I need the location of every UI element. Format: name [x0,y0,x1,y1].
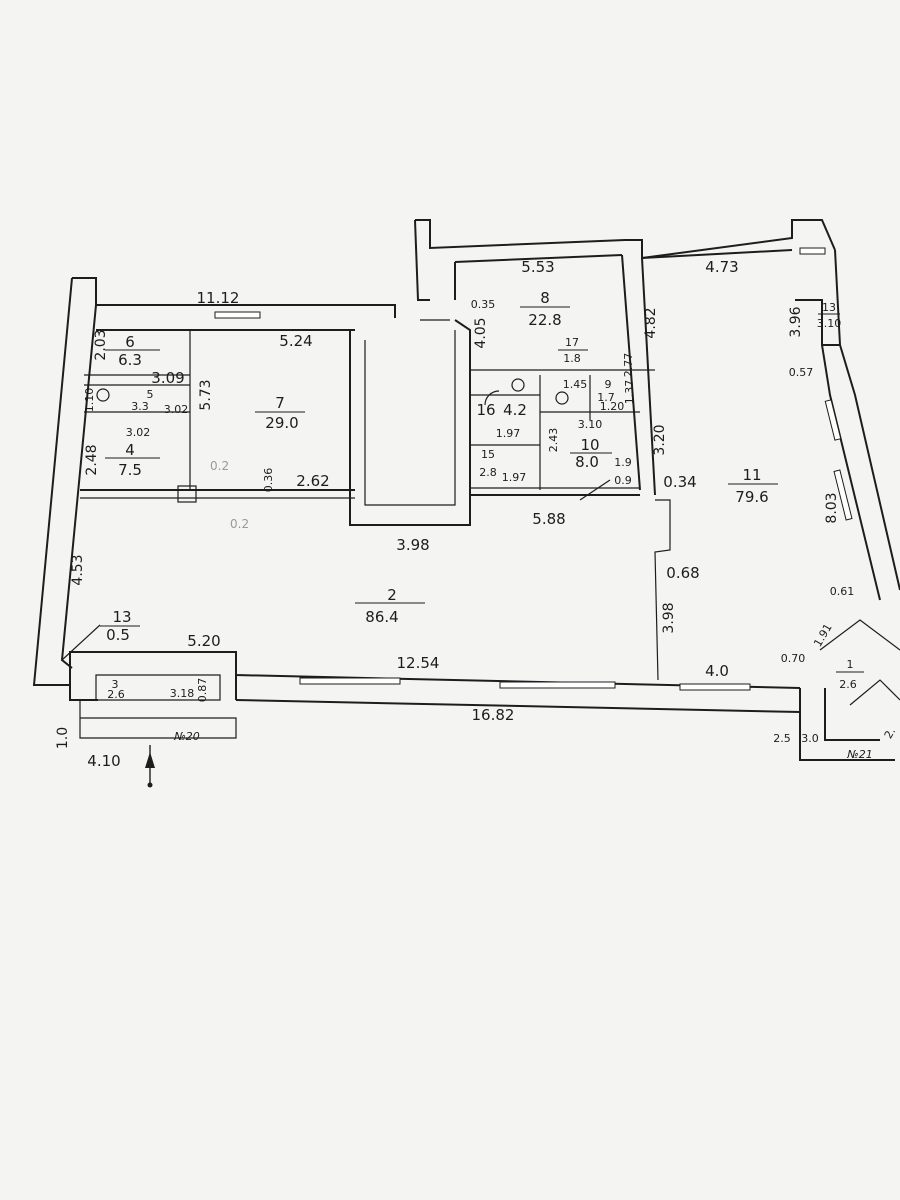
room-area: 1.7 [597,391,615,404]
room-number: 11 [742,466,761,484]
dimension-label: 0.34 [663,473,696,491]
room-area: 3.10 [817,317,842,330]
outer-walls [32,219,900,761]
dimension-label: 0.87 [196,678,209,703]
room-area: 3.3 [131,400,149,413]
room-area: 22.8 [528,311,561,329]
room-area: 4.2 [503,401,527,419]
dimension-label: 0.61 [830,585,855,598]
room-number: 7 [275,394,285,412]
small-room-area: 1.9 [614,456,632,469]
room-area: 79.6 [735,488,768,506]
dimension-label: 5.24 [279,332,312,350]
room-number: 17 [565,336,579,349]
dimension-label: 4.05 [473,317,489,348]
dimension-label: 1.45 [563,378,588,391]
dimension-label: 4.10 [87,752,120,770]
dimension-label: 0.57 [789,366,814,379]
room-number: 8 [540,289,550,307]
dimension-label: 3.96 [788,306,804,337]
room-area: 2.8 [479,466,497,479]
dimension-label: 3.20 [652,424,668,455]
dimension-label: 0.35 [471,298,496,311]
room-number: 3 [112,678,119,691]
room-number: 13 [822,301,836,314]
dimension-label: 4.82 [643,307,659,338]
room-number: 1 [847,658,854,671]
dimension-labels: 11.12 5.53 4.73 5.24 0.35 2.03 3.09 5.73… [55,258,898,770]
dimension-label: 2.77 [622,353,635,378]
dimension-label: 0.36 [262,468,275,493]
dimension-label: 1.10 [83,388,96,413]
entrance-markers: №20 №21 [145,730,873,788]
room-number: 15 [481,448,495,461]
dimension-label: 3.02 [126,426,151,439]
room-area: 2.6 [107,688,125,701]
dimension-label: 16.82 [472,706,515,724]
dimension-label: 2.43 [547,428,560,453]
dimension-label: 0.68 [666,564,699,582]
room-number: 9 [605,378,612,391]
dimension-label: 2.03 [93,329,109,360]
room-number: 10 [580,436,599,454]
small-room-area: 0.9 [614,474,632,487]
dimension-label: 5.73 [198,379,214,410]
pencil-note: 0.2 [210,459,229,473]
room-number: 13 [112,608,131,626]
room-number: 5 [147,388,154,401]
entrance-label: №21 [846,748,872,761]
dimension-label: 3.18 [170,687,195,700]
arrow-head-icon [145,752,155,768]
room-area: 8.0 [575,453,599,471]
dimension-label: 4.73 [705,258,738,276]
room-area: 7.5 [118,461,142,479]
room-area: 0.5 [106,626,130,644]
room-area: 86.4 [365,608,398,626]
dimension-label: 0.70 [781,652,806,665]
dimension-label: 1.20 [600,400,625,413]
dimension-label: 11.12 [197,289,240,307]
pencil-note: 0.2 [230,517,249,531]
room-number: 16 [476,401,495,419]
room-number: 6 [125,333,135,351]
pencil-notes: 0.2 0.2 [210,459,249,531]
dimension-label: 3.09 [151,369,184,387]
dimension-label: 1.37 [623,380,636,405]
dimension-label: 3.10 [578,418,603,431]
room-area: 6.3 [118,351,142,369]
dimension-label: 1.97 [496,427,521,440]
dimension-label: 2.62 [296,472,329,490]
dimension-label: 5.20 [187,632,220,650]
dimension-label: 3.98 [661,602,677,633]
room-number: 4 [125,441,135,459]
dimension-label: 3.02 [164,403,189,416]
dimension-label: 2.5 [773,732,791,745]
room-number: 2 [387,586,397,604]
room-area: 1.8 [563,352,581,365]
room-area: 2.6 [839,678,857,691]
dimension-label: 1.0 [55,727,71,749]
dimension-label: 3.98 [396,536,429,554]
dimension-label: 4.0 [705,662,729,680]
entrance-label: №20 [173,730,199,743]
dimension-label: 8.03 [824,492,840,523]
dimension-label: 5.88 [532,510,565,528]
room-area: 29.0 [265,414,298,432]
interior-walls [61,254,671,681]
dimension-label: 3.0 [801,732,819,745]
dimension-label: 5.53 [521,258,554,276]
dimension-label: 2.48 [84,444,100,475]
dimension-label: 1.97 [502,471,527,484]
dimension-label: 4.53 [70,554,86,585]
room-labels: 2 86.4 3 2.6 4 7.5 5 3.3 6 6.3 7 29.0 8 … [100,289,864,701]
dimension-label: 12.54 [397,654,440,672]
windows [214,247,853,691]
